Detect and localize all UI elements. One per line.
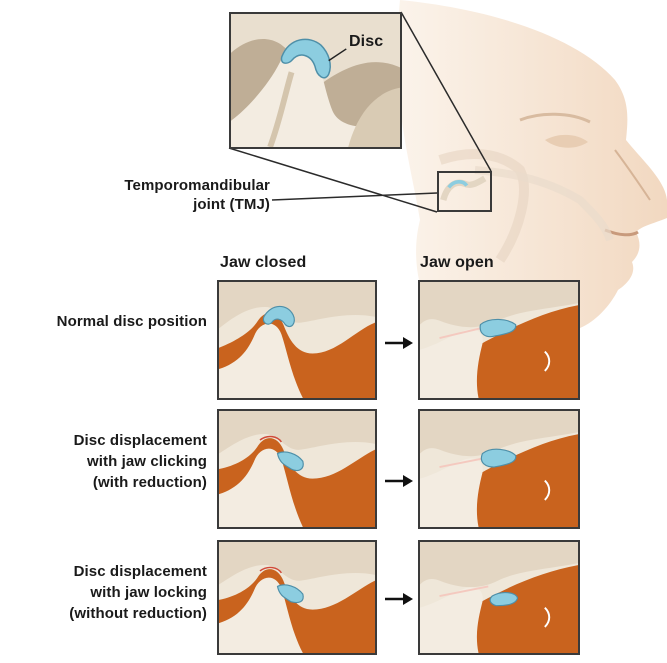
row-label-line: (with reduction) [0, 472, 207, 493]
panel-art [420, 542, 578, 653]
tmj-label: Temporomandibular joint (TMJ) [60, 176, 270, 214]
disc-label: Disc [349, 32, 383, 51]
panel-reduction-closed [217, 409, 377, 529]
panel-no-reduction-open [418, 540, 580, 655]
row-label-line: Disc displacement [0, 430, 207, 451]
arrow-icon [385, 474, 413, 488]
tmj-label-line1: Temporomandibular [60, 176, 270, 195]
tmj-label-line2: joint (TMJ) [60, 195, 270, 214]
row-label-line: with jaw clicking [0, 451, 207, 472]
row-label-line: Disc displacement [0, 561, 207, 582]
row-label-normal: Normal disc position [0, 312, 207, 331]
row-label-no-reduction: Disc displacement with jaw locking (with… [0, 561, 207, 624]
panel-art [219, 411, 375, 527]
disc-inset: Disc [229, 12, 402, 149]
panel-art [219, 282, 375, 398]
row-label-line: Normal disc position [0, 312, 207, 331]
row-label-line: (without reduction) [0, 603, 207, 624]
column-header-jaw-closed: Jaw closed [220, 253, 306, 272]
panel-normal-open [418, 280, 580, 400]
arrow-icon [385, 592, 413, 606]
panel-art [420, 411, 578, 527]
panel-normal-closed [217, 280, 377, 400]
row-label-reduction: Disc displacement with jaw clicking (wit… [0, 430, 207, 493]
panel-art [420, 282, 578, 398]
column-header-jaw-open: Jaw open [420, 253, 494, 272]
panel-art [219, 542, 375, 653]
panel-no-reduction-closed [217, 540, 377, 655]
tmj-locator-box [437, 171, 492, 212]
row-label-line: with jaw locking [0, 582, 207, 603]
tmj-locator-art [439, 173, 490, 210]
panel-reduction-open [418, 409, 580, 529]
arrow-icon [385, 336, 413, 350]
